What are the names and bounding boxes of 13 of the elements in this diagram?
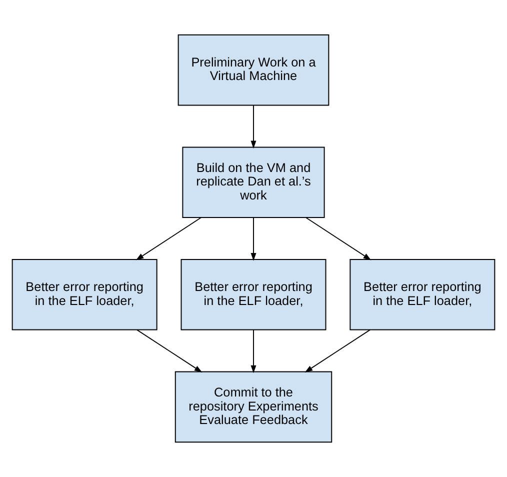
node-box: Better error reporting in the ELF loader, [12, 259, 158, 330]
arrow [136, 217, 202, 260]
node-box: Build on the VM and replicate Dan et al.’s work [182, 146, 325, 218]
node-box: Better error reporting in the ELF loader, [350, 259, 496, 330]
arrow [306, 217, 372, 260]
arrow [250, 329, 256, 374]
node-box: Preliminary Work on a Virtual Machine [178, 34, 330, 106]
arrow [250, 104, 256, 149]
node-box: Better error reporting in the ELF loader, [180, 259, 326, 330]
arrow [304, 329, 370, 372]
arrow [250, 217, 256, 261]
node-box: Commit to the repository Experiments Evaluate Feedback [174, 371, 332, 443]
arrow [136, 329, 202, 372]
